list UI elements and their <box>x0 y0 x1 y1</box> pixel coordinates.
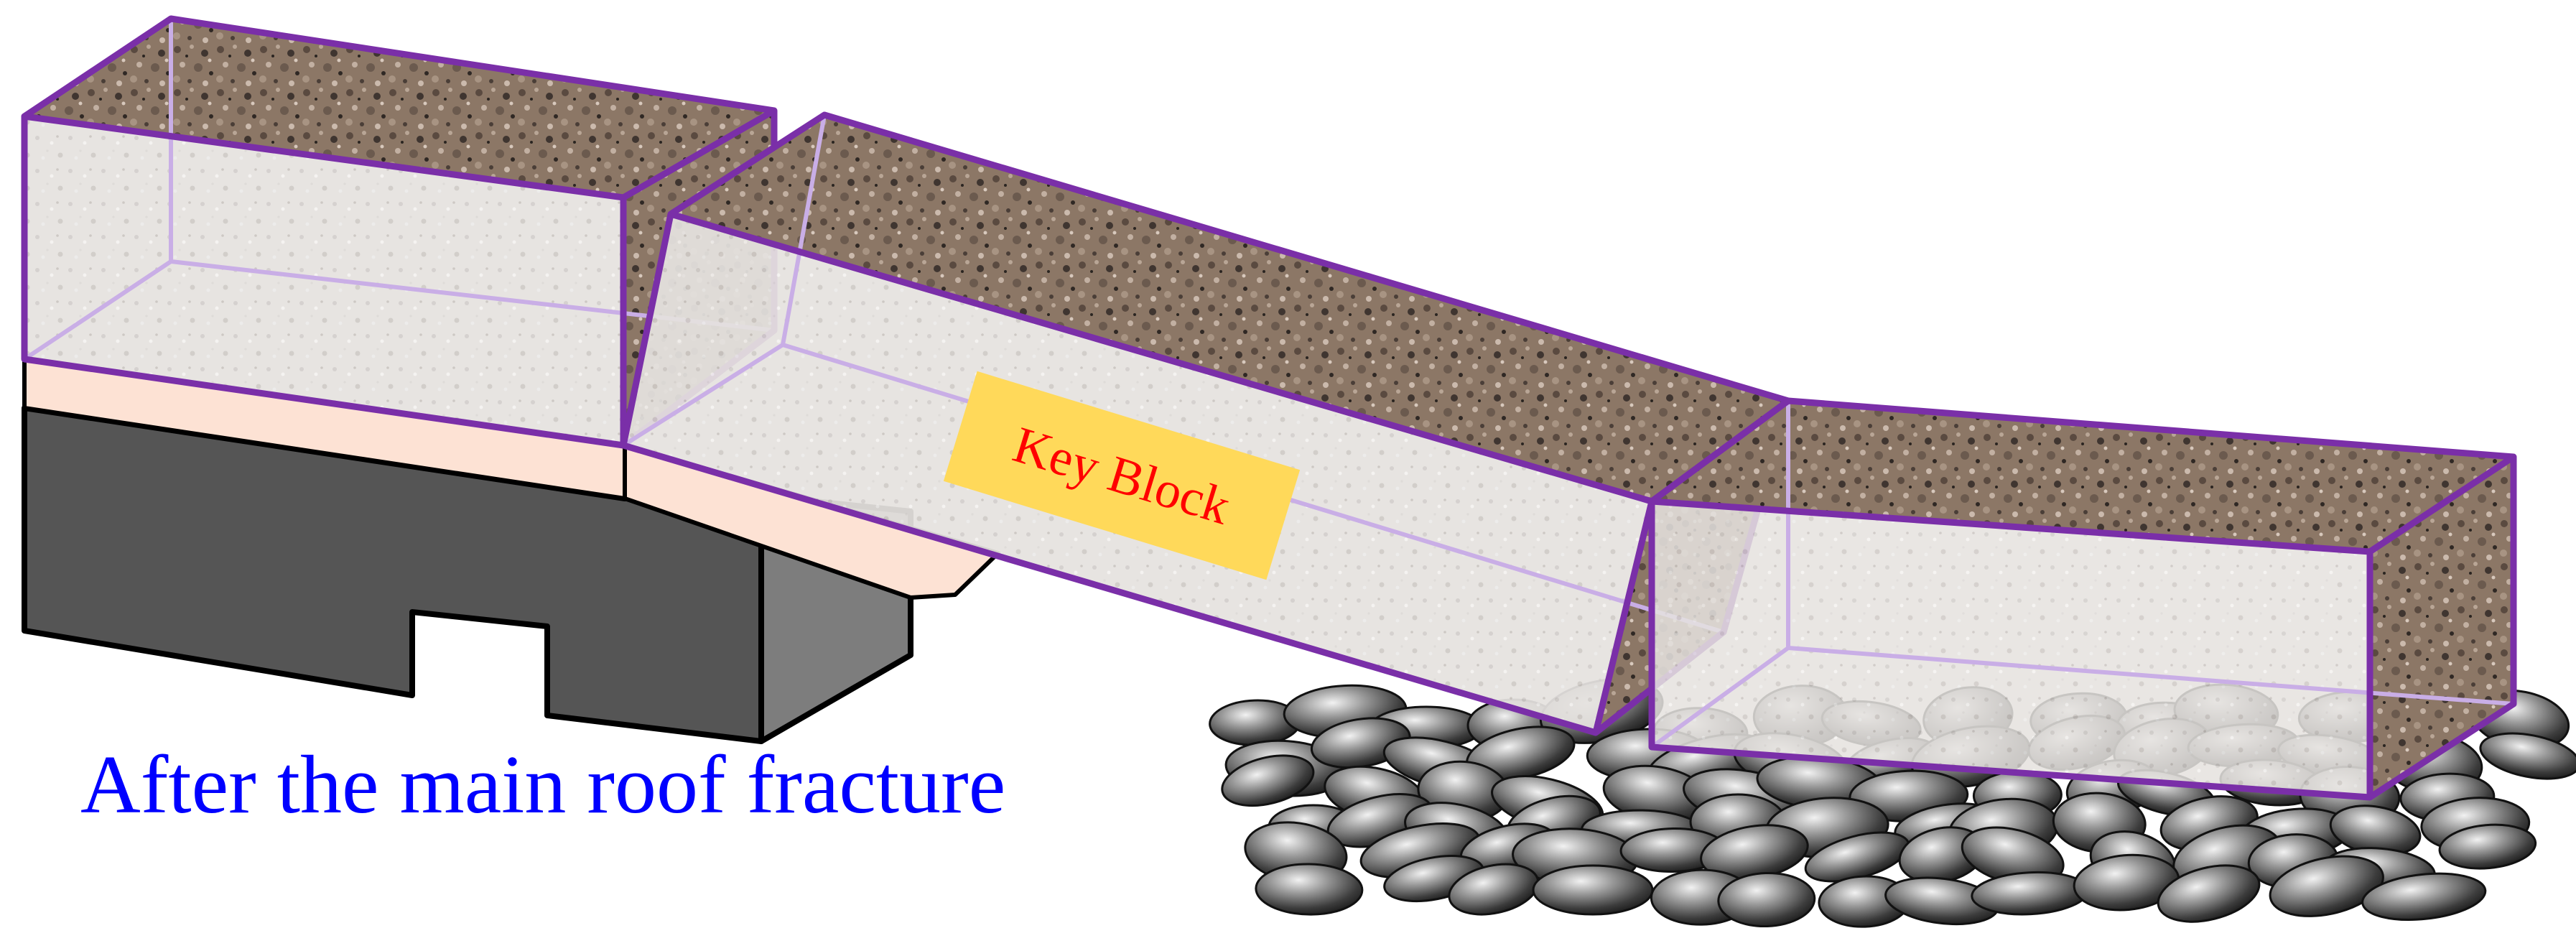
caved-rock <box>1532 864 1654 916</box>
caved-rock <box>2479 732 2576 780</box>
caved-rock <box>2361 872 2487 921</box>
block-right-front-face <box>1652 501 2370 797</box>
caved-rock <box>2157 864 2261 923</box>
caved-rock <box>1255 863 1364 916</box>
rock-block-right <box>1648 397 2517 801</box>
caved-rock <box>1717 871 1816 928</box>
caved-rock <box>2438 823 2537 870</box>
key-block-top-face <box>671 115 1788 501</box>
caved-rock <box>1221 754 1315 807</box>
block-right-outline <box>1648 397 2517 801</box>
caption: After the main roof fracture <box>80 739 1006 831</box>
key-block-label-background <box>943 371 1301 580</box>
block-right-end-face <box>2370 457 2514 797</box>
caved-rock <box>2269 855 2384 917</box>
block-left-top-face <box>24 19 774 198</box>
